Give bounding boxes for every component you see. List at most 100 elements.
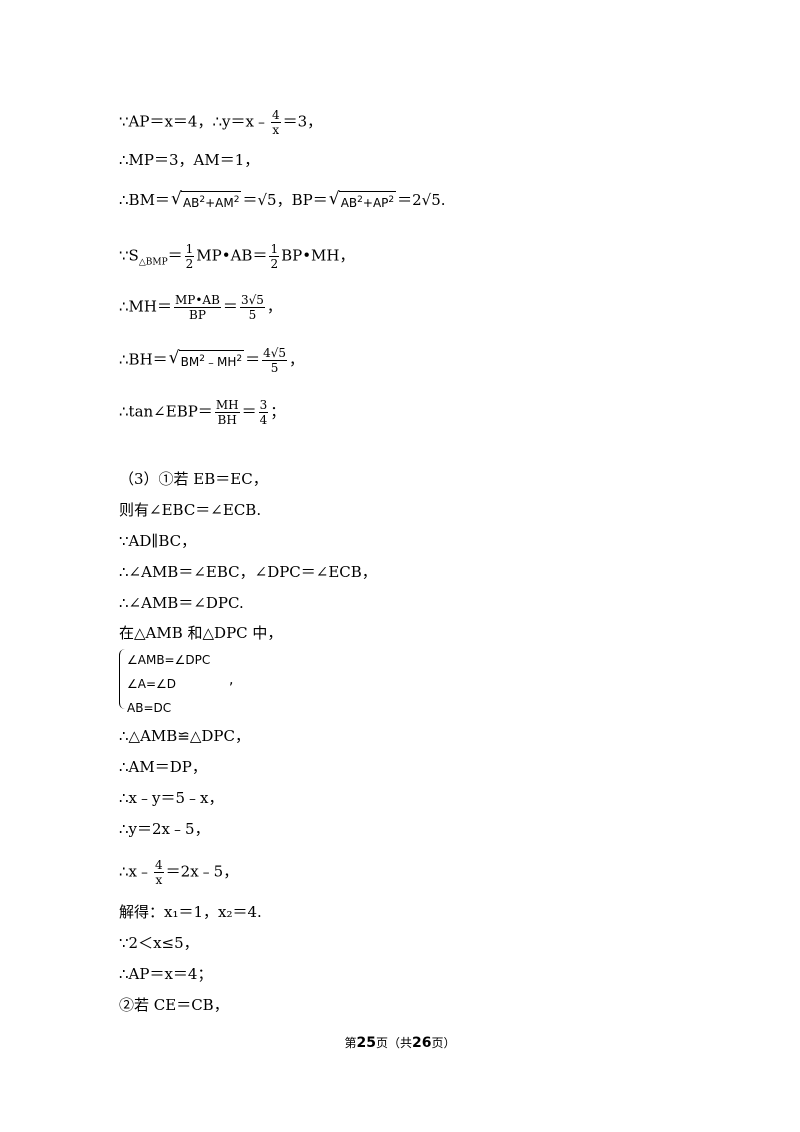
line-angle-amb-dpc: ∴∠AMB＝∠DPC. bbox=[119, 594, 244, 612]
line-bm-bp: ∴BM＝√AB2+AM2＝√5，BP＝√AB2+AP2＝2√5. bbox=[119, 188, 446, 212]
radicand-part: +AM bbox=[205, 195, 234, 210]
text: ＝√5，BP＝ bbox=[242, 191, 328, 209]
line-angle-ebc: 则有∠EBC＝∠ECB. bbox=[119, 501, 262, 519]
frac-num: 1 bbox=[185, 242, 194, 256]
radicand: AB2+AP2 bbox=[338, 190, 397, 211]
sqrt-expression: √BM2﹣MH2 bbox=[168, 348, 245, 371]
frac-den: 5 bbox=[262, 360, 288, 375]
frac-num: 4√5 bbox=[263, 346, 287, 360]
radicand-part: ﹣MH bbox=[204, 355, 237, 369]
exponent: 2 bbox=[236, 354, 243, 364]
exponent: 2 bbox=[388, 194, 395, 205]
frac-num: 4 bbox=[271, 108, 280, 122]
left-brace bbox=[119, 649, 126, 709]
exponent: 2 bbox=[233, 194, 240, 205]
line-solutions: 解得：x₁＝1，x₂＝4. bbox=[119, 903, 262, 921]
footer-text: 页） bbox=[431, 1036, 456, 1050]
line-x-minus-y: ∴x﹣y＝5﹣x， bbox=[119, 789, 224, 807]
radicand-part: AB bbox=[182, 195, 200, 210]
line-triangles: 在△AMB 和△DPC 中， bbox=[119, 624, 283, 642]
footer-text: 页（共 bbox=[375, 1036, 412, 1050]
text: ＝ bbox=[241, 402, 257, 421]
text: ∴BM＝ bbox=[119, 191, 170, 209]
frac-den: BH bbox=[214, 412, 240, 427]
frac-num: MH bbox=[215, 398, 239, 412]
text: ＝3， bbox=[282, 112, 323, 131]
text: BP•MH， bbox=[281, 246, 355, 265]
radicand-part: AB bbox=[340, 195, 358, 210]
line-ap-result: ∴AP＝x＝4； bbox=[119, 965, 213, 983]
radicand-part: BM bbox=[180, 355, 200, 369]
text: ∵S bbox=[119, 246, 139, 265]
text: ＝2√5. bbox=[397, 191, 446, 209]
system-row: ∠A=∠D bbox=[127, 677, 177, 691]
text: ∵AP＝x＝4，∴y＝x﹣ bbox=[119, 112, 269, 131]
page-number: 25 bbox=[356, 1035, 376, 1051]
frac-den: x bbox=[270, 122, 281, 137]
sqrt-expression: √AB2+AP2 bbox=[328, 188, 397, 212]
frac-den: 4 bbox=[258, 412, 269, 427]
radical-sign: √ bbox=[328, 188, 340, 209]
frac-num: 4 bbox=[155, 858, 163, 872]
frac-num: 3√5 bbox=[240, 293, 264, 307]
text: ∴MH＝ bbox=[119, 297, 172, 316]
text: ＝2x﹣5， bbox=[165, 862, 239, 881]
text: ∴x﹣ bbox=[119, 862, 153, 881]
text: ； bbox=[270, 402, 286, 421]
line-range: ∵2＜x≤5， bbox=[119, 934, 199, 952]
text: ＝ bbox=[245, 350, 261, 369]
frac-den: x bbox=[154, 872, 164, 887]
exponent: 2 bbox=[199, 194, 206, 205]
system-row: AB=DC bbox=[127, 701, 172, 715]
text: ， bbox=[266, 297, 282, 316]
line-congruent: ∴△AMB≌△DPC， bbox=[119, 727, 250, 745]
system-comma: , bbox=[229, 672, 234, 688]
total-pages: 26 bbox=[412, 1035, 432, 1051]
page-footer: 第25页（共26页） bbox=[0, 1034, 800, 1051]
text: ＝ bbox=[167, 246, 183, 265]
line-y-equals: ∴y＝2x﹣5， bbox=[119, 820, 210, 838]
system-row: ∠AMB=∠DPC bbox=[127, 653, 211, 667]
exponent: 2 bbox=[357, 194, 363, 205]
frac-den: 2 bbox=[269, 256, 280, 271]
footer-text: 第 bbox=[344, 1036, 357, 1050]
radical-sign: √ bbox=[170, 188, 182, 209]
text: ＝ bbox=[222, 297, 238, 316]
line-mp-am: ∴MP＝3，AM＝1， bbox=[119, 151, 260, 169]
radical-sign: √ bbox=[168, 348, 180, 368]
subscript: △BMP bbox=[138, 257, 168, 268]
frac-den: 2 bbox=[184, 256, 195, 271]
exponent: 2 bbox=[199, 354, 205, 364]
text: ， bbox=[289, 350, 305, 369]
text: MP•AB＝ bbox=[196, 246, 268, 265]
frac-num: MP•AB bbox=[174, 293, 220, 307]
sqrt-expression: √AB2+AM2 bbox=[170, 188, 242, 212]
radicand-part: +AP bbox=[362, 195, 389, 210]
frac-num: 1 bbox=[270, 242, 279, 256]
line-case-2: ②若 CE＝CB， bbox=[119, 996, 229, 1014]
radicand: AB2+AM2 bbox=[180, 190, 242, 211]
frac-num: 3 bbox=[259, 398, 268, 412]
frac-den: BP bbox=[173, 307, 221, 322]
text: ∴BH＝ bbox=[119, 350, 168, 369]
line-angle-equalities: ∴∠AMB＝∠EBC，∠DPC＝∠ECB， bbox=[119, 563, 377, 581]
frac-den: 5 bbox=[239, 307, 265, 322]
line-ad-parallel-bc: ∵AD∥BC， bbox=[119, 532, 197, 550]
text: ∴tan∠EBP＝ bbox=[119, 402, 213, 421]
